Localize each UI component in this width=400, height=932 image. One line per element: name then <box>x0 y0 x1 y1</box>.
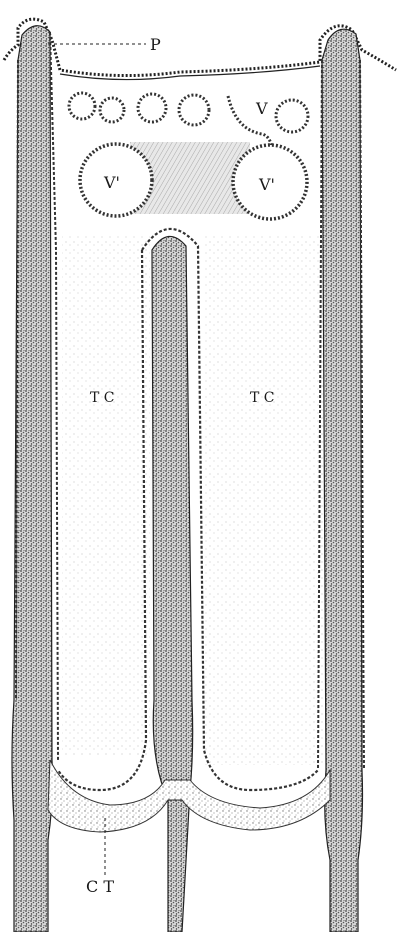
label-v-prime-right: V' <box>258 175 275 194</box>
lumen-right-area <box>205 235 323 765</box>
label-v-prime-left: V' <box>103 173 120 192</box>
label-tc-left: T C <box>90 390 115 406</box>
label-v: V <box>255 99 268 118</box>
label-ct: C T <box>86 877 114 896</box>
vessel-row <box>69 93 308 148</box>
central-papilla <box>152 236 193 932</box>
label-tc-right: T C <box>250 390 275 406</box>
lumen-left-area <box>62 235 150 755</box>
label-p: P <box>150 35 161 54</box>
